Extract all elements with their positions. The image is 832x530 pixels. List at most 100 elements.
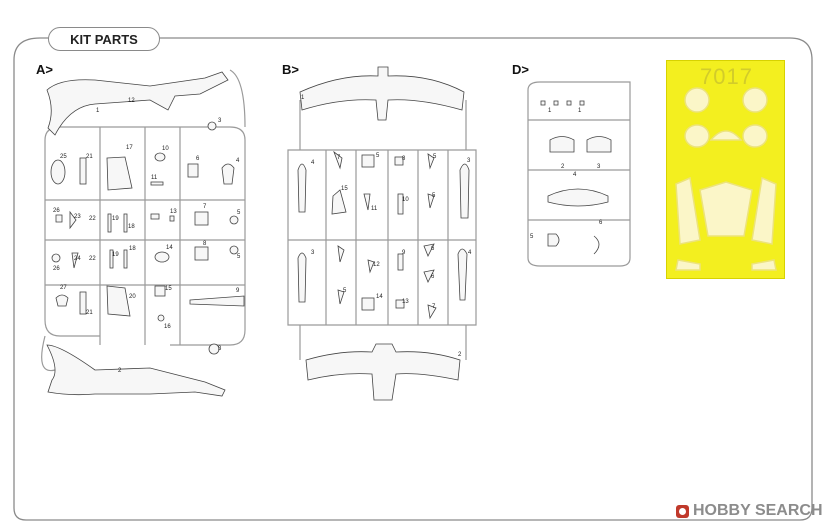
kit-parts-title: KIT PARTS xyxy=(48,27,160,51)
sprue-a-part-number: 17 xyxy=(126,145,133,151)
part-fuselage-half-1 xyxy=(46,71,229,136)
part-12 xyxy=(150,213,160,220)
sprue-b-part-number: 9 xyxy=(402,250,406,256)
sprue-a-part-number: 21 xyxy=(86,154,93,160)
part-8 xyxy=(394,156,404,166)
mask-code: 7017 xyxy=(700,64,753,89)
part-d-6 xyxy=(593,235,600,255)
sprue-a-part-number: 10 xyxy=(162,146,169,152)
part-3-b xyxy=(297,252,307,303)
hobby-search-logo-icon xyxy=(676,504,689,518)
sprue-b-part-number: 6 xyxy=(431,246,435,252)
sprue-a-part-number: 21 xyxy=(86,310,93,316)
part-9 xyxy=(189,295,245,307)
part-5-b xyxy=(229,245,239,255)
part-23 xyxy=(69,210,77,230)
sprue-d-part-number: 1 xyxy=(548,108,552,114)
hobby-search-watermark: HOBBY SEARCH xyxy=(676,500,823,522)
part-5-d xyxy=(337,289,345,305)
part-d-1-b xyxy=(553,100,559,106)
sprue-b-part-number: 3 xyxy=(311,250,315,256)
part-13 xyxy=(169,215,175,222)
part-21-a xyxy=(79,157,87,185)
part-5-c xyxy=(427,193,435,209)
part-25 xyxy=(50,159,66,185)
sprue-a-part-number: 11 xyxy=(151,175,158,181)
sprue-b-part-number: 12 xyxy=(373,262,380,268)
part-18-b xyxy=(123,249,128,269)
part-d-2 xyxy=(549,136,575,153)
sprue-a-part-number: 16 xyxy=(164,324,171,330)
part-15 xyxy=(154,285,166,297)
part-17 xyxy=(106,156,133,191)
sprue-b-part-number: 5 xyxy=(433,154,437,160)
sprue-a-part-number: 15 xyxy=(165,286,172,292)
sprue-b-part-number: 2 xyxy=(458,352,462,358)
part-d-1-a xyxy=(540,100,546,106)
sprue-d-part-number: 4 xyxy=(573,172,577,178)
sprue-d-part-number: 6 xyxy=(599,220,603,226)
sprue-a-part-number: 7 xyxy=(203,204,207,210)
part-wing-upper xyxy=(299,66,465,121)
sprue-a-part-number: 20 xyxy=(129,294,136,300)
part-d-1-d xyxy=(579,100,585,106)
part-12 xyxy=(367,259,375,274)
sprue-a-part-number: 9 xyxy=(236,288,240,294)
part-3-b xyxy=(208,343,220,355)
part-19-b xyxy=(109,249,114,269)
sprue-a-part-number: 4 xyxy=(236,158,240,164)
part-15 xyxy=(331,189,347,215)
sprue-b-part-number: 14 xyxy=(376,294,383,300)
part-10 xyxy=(397,193,404,215)
part-3-a xyxy=(207,121,217,131)
part-14 xyxy=(154,251,170,263)
part-4-a xyxy=(297,163,307,213)
sprue-a-part-number: 14 xyxy=(166,245,173,251)
part-9 xyxy=(397,253,404,271)
part-14 xyxy=(361,297,375,311)
part-wing-lower xyxy=(305,343,461,401)
sprue-a-part-number: 24 xyxy=(74,256,81,262)
part-21-b xyxy=(79,291,87,315)
part-16 xyxy=(157,314,165,322)
sprue-a-part-number: 2 xyxy=(118,368,122,374)
part-20 xyxy=(106,285,131,317)
sprue-d-part-number: 1 xyxy=(578,108,582,114)
sprue-b-part-number: 1 xyxy=(301,95,305,101)
sprue-b-label: B> xyxy=(282,62,299,77)
part-27 xyxy=(55,294,69,307)
sprue-b-part-number: 8 xyxy=(402,156,406,162)
part-5-e xyxy=(337,245,345,263)
part-6-a xyxy=(423,243,435,257)
sprue-a-part-number: 26 xyxy=(53,266,60,272)
sprue-a-part-number: 19 xyxy=(112,216,119,222)
sprue-a-part-number: 6 xyxy=(196,156,200,162)
part-11 xyxy=(363,193,371,211)
sprue-b-part-number: 11 xyxy=(371,206,378,212)
sprue-b-part-number: 13 xyxy=(402,299,409,305)
sprue-b-part-number: 4 xyxy=(468,250,472,256)
sprue-b-part-number: 4 xyxy=(311,160,315,166)
sprue-a-part-number: 3 xyxy=(218,118,222,124)
sprue-a-part-number: 22 xyxy=(89,216,96,222)
sprue-d-part-number: 5 xyxy=(530,234,534,240)
part-5-a xyxy=(229,215,239,225)
sprue-a-part-number: 18 xyxy=(129,246,136,252)
sprue-a-part-number: 18 xyxy=(128,224,135,230)
sprue-b-part-number: 6 xyxy=(431,274,435,280)
part-7-b xyxy=(427,304,437,320)
sprue-a-part-number: 19 xyxy=(112,252,119,258)
part-d-1-c xyxy=(566,100,572,106)
sprue-a-part-number: 8 xyxy=(203,241,207,247)
part-10 xyxy=(154,152,166,162)
sprue-a-part-number: 26 xyxy=(53,208,60,214)
part-4 xyxy=(221,163,235,185)
part-4-b xyxy=(457,248,468,301)
part-26-a xyxy=(55,214,63,223)
part-6 xyxy=(187,163,199,178)
part-13 xyxy=(395,299,405,309)
sprue-a-part-number: 1 xyxy=(96,108,100,114)
